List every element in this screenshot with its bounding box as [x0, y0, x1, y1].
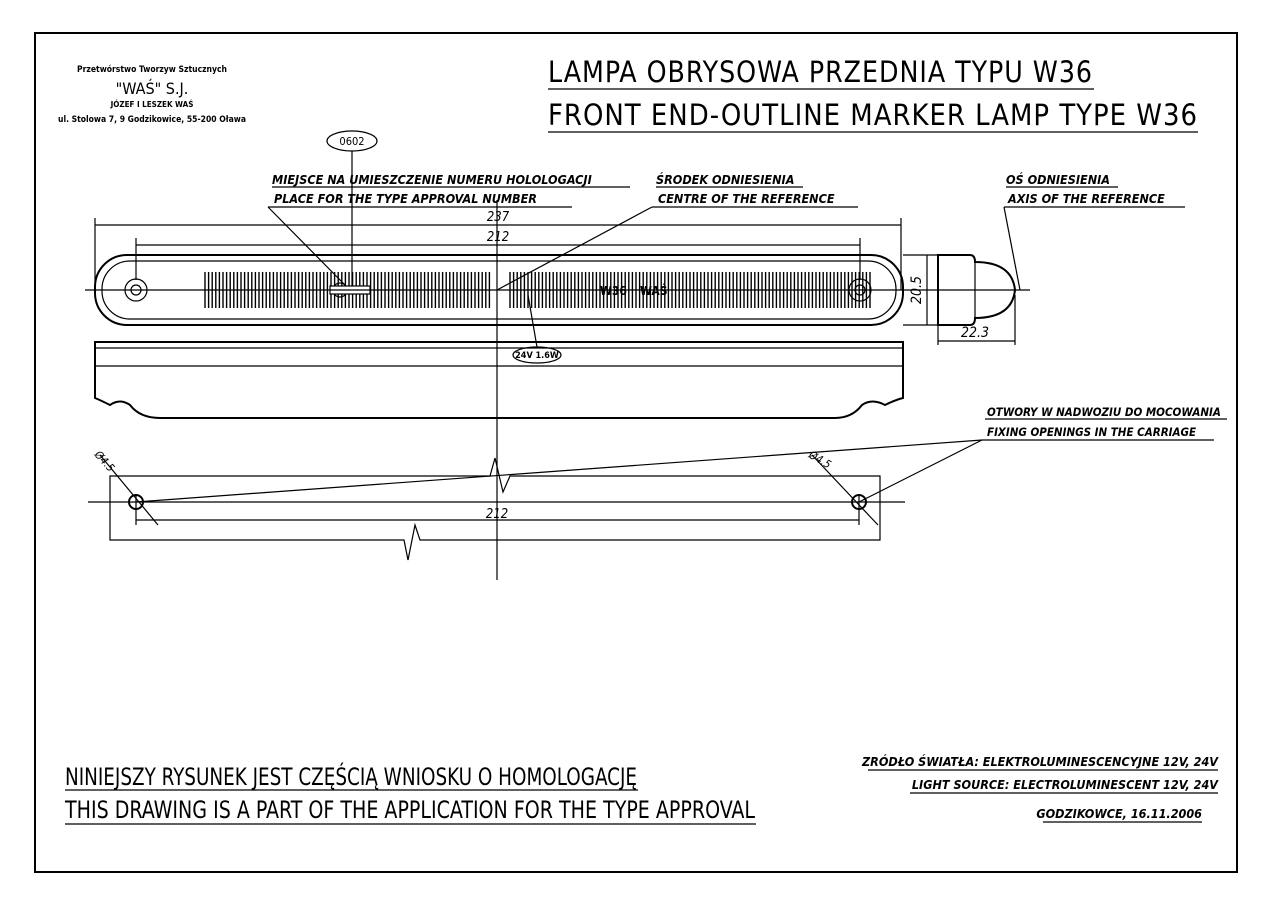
note-en: THIS DRAWING IS A PART OF THE APPLICATIO…	[64, 796, 755, 824]
dim-overall-length: 237	[487, 210, 510, 225]
lamp-side-view	[937, 254, 1017, 326]
company-block: Przetwórstwo Tworzyw Sztucznych "WAŚ" S.…	[58, 64, 246, 125]
dim-height: 20.5	[909, 276, 925, 304]
title-pl: LAMPA OBRYSOWA PRZEDNIA TYPU W36	[548, 55, 1093, 89]
company-name: "WAŚ" S.J.	[116, 79, 189, 98]
label-axis-en: AXIS OF THE REFERENCE	[1007, 191, 1165, 206]
light-source-pl: ZRÓDŁO ŚWIATŁA: ELEKTROLUMINESCENCYJNE 1…	[861, 754, 1219, 769]
company-address: ul. Stolowa 7, 9 Godzikowice, 55-200 Oła…	[58, 115, 246, 125]
lamp-marking: W36	[600, 284, 627, 298]
fixing-template	[88, 439, 983, 561]
title-en: FRONT END-OUTLINE MARKER LAMP TYPE W36	[548, 98, 1198, 132]
label-approval-place-pl: MIEJSCE NA UMIESZCZENIE NUMERU HOLOLOGAC…	[272, 172, 592, 187]
rating-label: 24V 1.6W	[515, 351, 559, 361]
company-line1: Przetwórstwo Tworzyw Sztucznych	[77, 64, 227, 75]
approval-code: 0602	[339, 135, 364, 148]
note-pl: NINIEJSZY RYSUNEK JEST CZĘŚCIĄ WNIOSKU O…	[65, 761, 637, 791]
light-source-en: LIGHT SOURCE: ELECTROLUMINESCENT 12V, 24…	[912, 777, 1219, 792]
label-axis-pl: OŚ ODNIESIENIA	[1006, 172, 1110, 187]
label-centre-pl: ŚRODEK ODNIESIENIA	[656, 172, 794, 187]
label-centre-en: CENTRE OF THE REFERENCE	[658, 191, 835, 206]
label-openings-pl: OTWORY W NADWOZIU DO MOCOWANIA	[987, 405, 1221, 419]
company-owners: JÓZEF I LESZEK WAŚ	[110, 98, 194, 109]
place-date: GODZIKOWCE, 16.11.2006	[1036, 806, 1202, 821]
dim-hole-spacing-bottom: 212	[486, 507, 508, 522]
lamp-front-view	[94, 341, 904, 419]
dim-hole-spacing: 212	[487, 230, 509, 245]
label-approval-place-en: PLACE FOR THE TYPE APPROVAL NUMBER	[274, 191, 537, 206]
drawing-frame	[34, 32, 1238, 873]
label-openings-en: FIXING OPENINGS IN THE CARRIAGE	[987, 425, 1196, 439]
dim-depth: 22.3	[961, 325, 989, 341]
